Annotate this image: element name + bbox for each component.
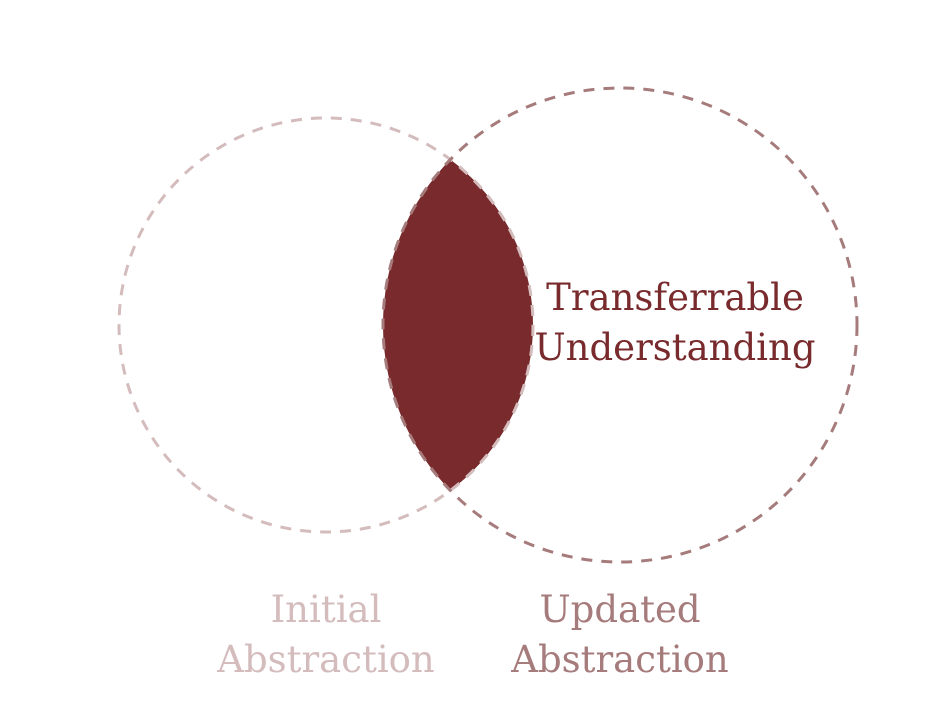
updated-label-line-2: Abstraction bbox=[511, 638, 729, 681]
initial-label-line-2: Abstraction bbox=[217, 638, 435, 681]
initial-abstraction-label: Initial Abstraction bbox=[176, 585, 476, 685]
intersection-label-line-2: Understanding bbox=[534, 326, 816, 369]
updated-label-line-1: Updated bbox=[539, 588, 701, 631]
initial-label-line-1: Initial bbox=[270, 588, 382, 631]
updated-abstraction-label: Updated Abstraction bbox=[470, 585, 770, 685]
updated-abstraction-circle bbox=[381, 86, 859, 564]
initial-abstraction-circle bbox=[117, 116, 535, 534]
transferrable-understanding-label: Transferrable Understanding bbox=[520, 273, 830, 373]
intersection-label-line-1: Transferrable bbox=[546, 276, 804, 319]
